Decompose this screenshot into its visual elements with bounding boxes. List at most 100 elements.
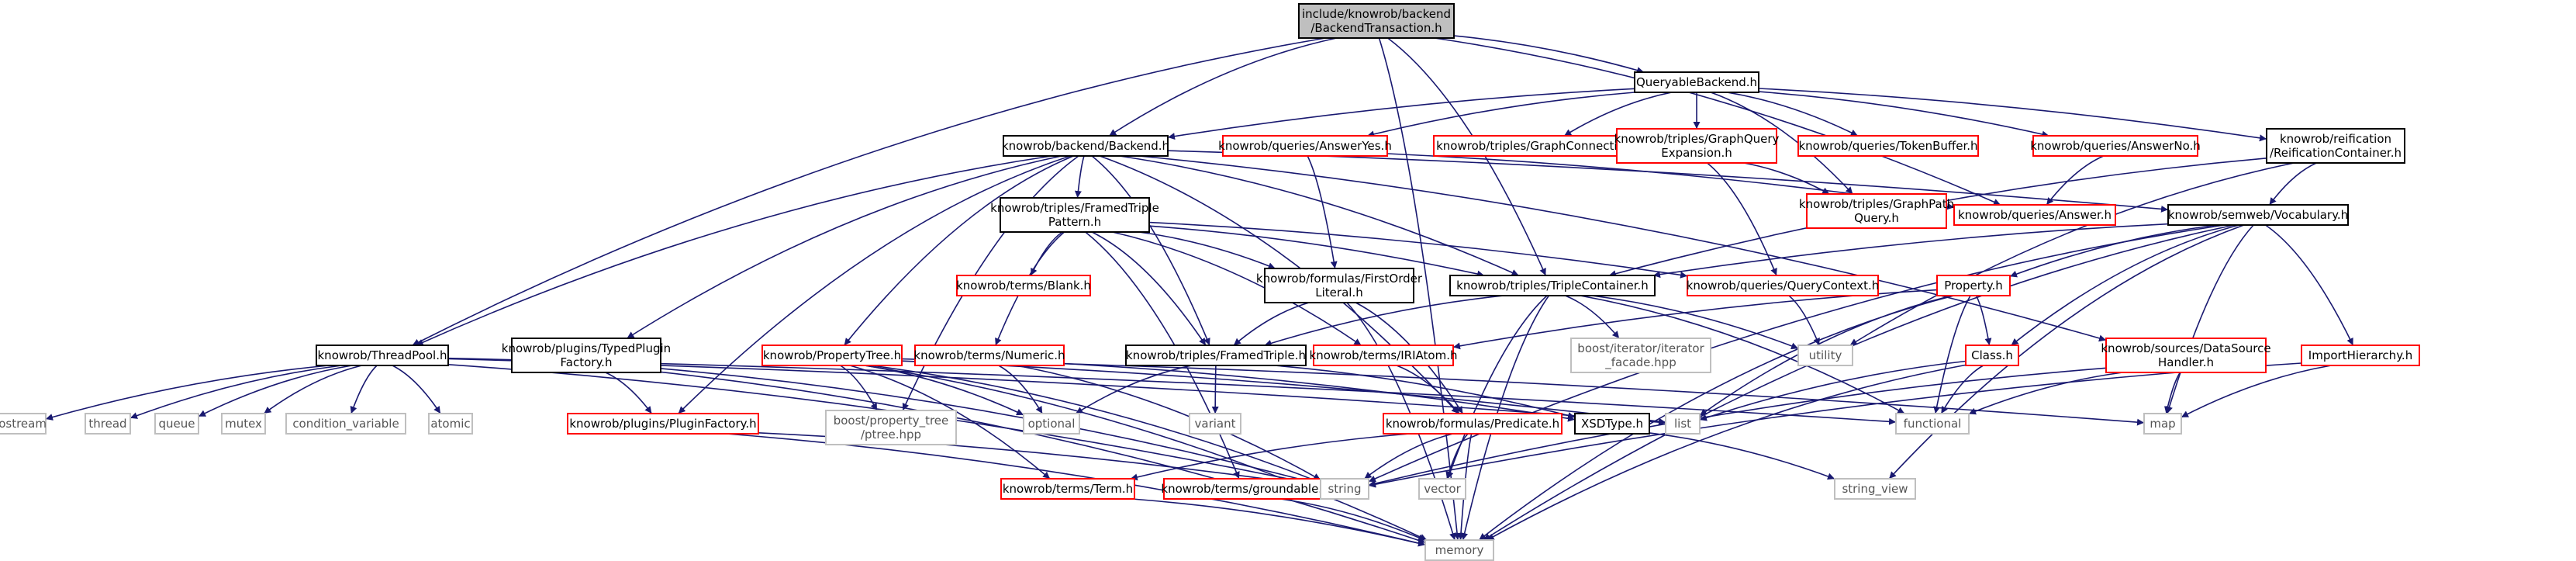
node-label-map-0: map (2150, 417, 2175, 431)
node-optional: optional (1023, 413, 1080, 435)
node-label-dshandler-0: knowrob/sources/DataSource (2101, 341, 2270, 355)
node-box-vocab (2167, 204, 2349, 226)
node-property[interactable]: Property.h (1936, 275, 2011, 296)
node-label-optional-0: optional (1028, 417, 1076, 431)
node-vocab[interactable]: knowrob/semweb/Vocabulary.h (2167, 204, 2349, 226)
node-memory: memory (1424, 539, 1494, 561)
edge-queryable-to-gpathq (1710, 92, 1853, 195)
node-box-queue (154, 413, 199, 435)
node-reifcont[interactable]: knowrob/reification/ReificationContainer… (2266, 128, 2405, 164)
node-term[interactable]: knowrob/terms/Term.h (1000, 478, 1135, 500)
node-label-atomic-0: atomic (430, 417, 470, 431)
node-box-boostiter (1570, 338, 1711, 373)
node-box-framedtriple (1125, 345, 1307, 366)
node-label-framedtriple-0: knowrob/triples/FramedTriple.h (1126, 348, 1306, 362)
node-label-fol-1: Literal.h (1315, 286, 1362, 300)
node-boostptree: boost/property_tree/ptree.hpp (825, 410, 957, 445)
node-label-graphconn-0: knowrob/triples/GraphConnective.h (1436, 139, 1642, 153)
node-predicate[interactable]: knowrob/formulas/Predicate.h (1383, 413, 1563, 435)
node-blank[interactable]: knowrob/terms/Blank.h (956, 275, 1091, 296)
node-box-functional (1895, 413, 1970, 435)
node-box-fol (1264, 268, 1414, 303)
node-pluginfactory[interactable]: knowrob/plugins/PluginFactory.h (567, 413, 759, 435)
node-graphconn[interactable]: knowrob/triples/GraphConnective.h (1433, 135, 1645, 157)
node-box-utility (1797, 345, 1853, 366)
node-box-reifcont (2266, 128, 2405, 164)
node-boostiter: boost/iterator/iterator_facade.hpp (1570, 338, 1711, 373)
node-answerno[interactable]: knowrob/queries/AnswerNo.h (2030, 135, 2201, 157)
node-label-utility-0: utility (1809, 348, 1842, 362)
edge-dshandler-to-string (1368, 367, 2107, 487)
node-class[interactable]: Class.h (1965, 345, 2019, 366)
edge-reifcont-to-utility (1849, 162, 2295, 346)
node-box-graphconn (1433, 135, 1645, 157)
node-box-answeryes (1222, 135, 1388, 157)
node-box-iriatom (1313, 345, 1454, 366)
node-condvar: condition_variable (285, 413, 406, 435)
node-triplecont[interactable]: knowrob/triples/TripleContainer.h (1449, 275, 1656, 296)
node-framedtriple[interactable]: knowrob/triples/FramedTriple.h (1125, 345, 1307, 366)
node-root[interactable]: include/knowrob/backend/BackendTransacti… (1298, 3, 1455, 39)
node-qctx[interactable]: knowrob/queries/QueryContext.h (1687, 275, 1880, 296)
edge-backend-to-typedpf (627, 155, 1062, 339)
node-box-threadpool (316, 345, 449, 366)
node-tokenbuf[interactable]: knowrob/queries/TokenBuffer.h (1797, 135, 1979, 157)
node-label-gqexp-0: knowrob/triples/GraphQuery (1614, 132, 1780, 146)
edge-root-to-queryable (1453, 35, 1645, 74)
node-label-threadpool-0: knowrob/ThreadPool.h (318, 348, 447, 362)
node-label-gpathq-1: Query.h (1854, 211, 1899, 225)
node-box-predicate (1383, 413, 1563, 435)
node-label-boostptree-1: /ptree.hpp (861, 428, 921, 442)
node-box-triplecont (1449, 275, 1656, 296)
node-label-xsdtype-0: XSDType.h (1581, 417, 1643, 431)
edge-predicate-to-vector (1445, 433, 1469, 480)
node-label-groundable-0: knowrob/terms/groundable.h (1161, 482, 1329, 496)
edge-typedpf-to-string (660, 368, 1321, 487)
edge-framedtriple-to-variant (1211, 365, 1219, 414)
node-box-proptree (761, 345, 903, 366)
node-iriatom[interactable]: knowrob/terms/IRIAtom.h (1310, 345, 1458, 366)
edge-queryable-to-backend (1167, 88, 1635, 140)
edge-ftp-to-iriatom (1112, 231, 1362, 346)
node-stringview: string_view (1834, 478, 1916, 500)
node-iostream: iostream (0, 413, 47, 435)
node-answer[interactable]: knowrob/queries/Answer.h (1953, 204, 2116, 226)
edge-root-to-backend (1108, 37, 1337, 137)
node-box-term (1000, 478, 1135, 500)
edge-proptree-to-boostptree (840, 365, 878, 411)
edge-answerno-to-answer (2046, 155, 2105, 206)
node-threadpool[interactable]: knowrob/ThreadPool.h (316, 345, 449, 366)
node-label-condvar-0: condition_variable (292, 417, 399, 431)
edge-proptree-to-string (870, 365, 1321, 483)
edge-threadpool-to-iostream (45, 365, 330, 421)
node-numeric[interactable]: knowrob/terms/Numeric.h (913, 345, 1065, 366)
edge-framedtriple-to-optional (1075, 365, 1192, 414)
edge-typedpf-to-pluginfactory (605, 372, 653, 414)
edge-backend-to-ftp (1074, 155, 1085, 199)
node-label-boostiter-0: boost/iterator/iterator (1577, 341, 1704, 355)
edge-property-to-class (1975, 295, 1992, 346)
node-importh[interactable]: ImportHierarchy.h (2301, 345, 2420, 366)
node-groundable[interactable]: knowrob/terms/groundable.h (1161, 478, 1330, 500)
node-label-proptree-0: knowrob/PropertyTree.h (763, 348, 901, 362)
node-label-root-1: /BackendTransaction.h (1310, 21, 1442, 35)
edge-threadpool-to-thread (129, 365, 342, 419)
edge-importh-to-map (2181, 365, 2332, 418)
node-label-reifcont-0: knowrob/reification (2280, 132, 2391, 146)
node-queryable[interactable]: QueryableBackend.h (1634, 71, 1759, 93)
node-backend[interactable]: knowrob/backend/Backend.h (1002, 135, 1169, 157)
node-answeryes[interactable]: knowrob/queries/AnswerYes.h (1218, 135, 1392, 157)
node-map: map (2143, 413, 2182, 435)
node-proptree[interactable]: knowrob/PropertyTree.h (761, 345, 903, 366)
node-xsdtype[interactable]: XSDType.h (1574, 413, 1650, 435)
edge-proptree-to-term (849, 365, 1051, 480)
edge-predicate-to-term (1130, 433, 1411, 481)
edge-triplecont-to-boostiter (1565, 295, 1620, 339)
edge-vocab-to-memory (1483, 224, 2235, 541)
